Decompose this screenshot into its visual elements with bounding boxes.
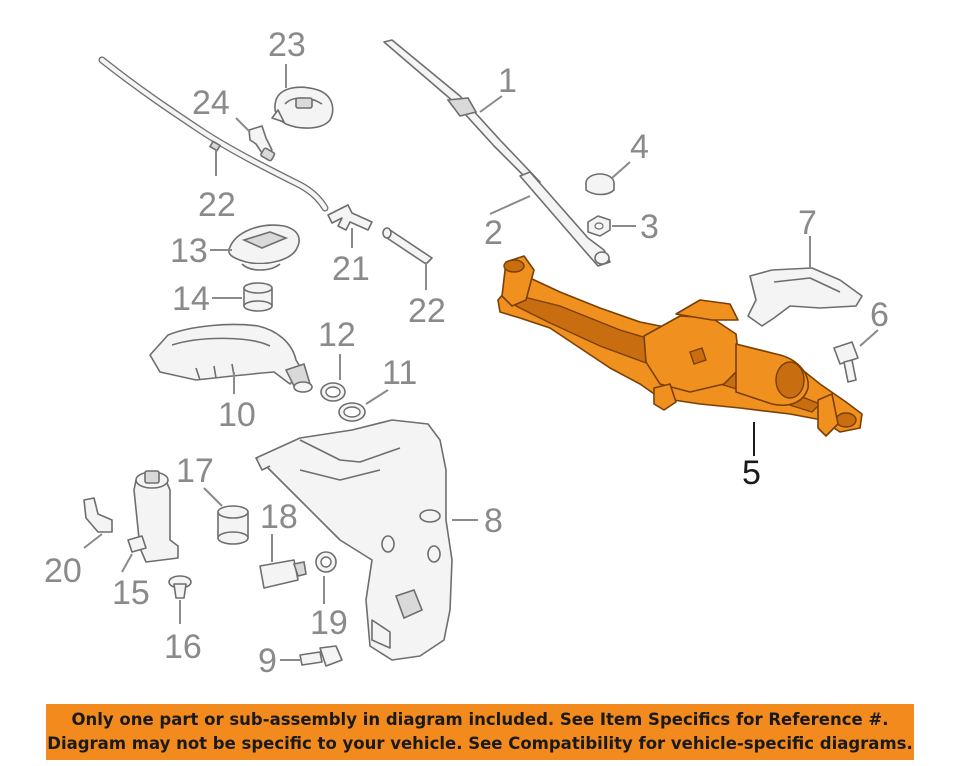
filler-neck (149, 323, 313, 393)
mounting-bolt (299, 645, 343, 667)
disclaimer-line-2: Diagram may not be specific to your vehi… (47, 734, 913, 753)
callout-13: 13 (170, 232, 208, 270)
callout-10: 10 (218, 396, 256, 434)
o-ring-small (320, 382, 346, 402)
callout-1: 1 (498, 62, 517, 100)
washer-hose-short (382, 227, 433, 265)
drain-plug (168, 575, 192, 599)
callout-15: 15 (112, 574, 150, 612)
arm-nut (587, 215, 611, 237)
callout-18: 18 (260, 498, 298, 536)
arm-cap (585, 173, 615, 196)
callout-12: 12 (318, 316, 356, 354)
t-connector (327, 204, 373, 231)
parts-diagram: 1 2 3 4 5 6 7 8 9 10 11 12 13 14 15 16 1… (44, 26, 889, 680)
disclaimer-banner: Only one part or sub-assembly in diagram… (46, 704, 914, 760)
level-sensor (259, 559, 307, 589)
disclaimer-line-1: Only one part or sub-assembly in diagram… (71, 710, 889, 729)
o-ring-large (338, 402, 366, 422)
bracket-bolt (833, 341, 859, 383)
callout-4: 4 (630, 128, 649, 166)
reservoir-cap (228, 224, 300, 271)
callout-16: 16 (164, 628, 202, 666)
leader-lines (83, 64, 879, 661)
wiper-bracket (747, 267, 863, 327)
washer-nozzle (271, 86, 334, 129)
callout-11: 11 (382, 354, 417, 392)
callout-6: 6 (870, 296, 889, 334)
callout-21: 21 (332, 250, 370, 288)
wiper-arm (519, 171, 611, 267)
wiper-blade (383, 39, 541, 187)
callout-24: 24 (192, 84, 230, 122)
washer-hose-long (98, 56, 329, 212)
wiper-linkage-motor (497, 255, 863, 437)
hose-elbow (248, 125, 276, 162)
callout-8: 8 (484, 502, 503, 540)
sensor-grommet (315, 551, 337, 573)
pump-elbow (83, 497, 113, 533)
callout-22-short: 22 (408, 292, 446, 330)
pump-grommet (217, 505, 249, 545)
callout-23: 23 (268, 26, 306, 64)
callout-19: 19 (310, 604, 348, 642)
callout-22-long: 22 (198, 186, 236, 224)
callout-5: 5 (742, 454, 761, 492)
callout-2: 2 (484, 214, 503, 252)
callout-14: 14 (172, 280, 210, 318)
callout-17: 17 (176, 452, 214, 490)
callout-9: 9 (258, 642, 277, 680)
callout-20: 20 (44, 552, 82, 590)
filler-seal (243, 282, 273, 312)
washer-reservoir (255, 419, 453, 661)
washer-pump (127, 470, 179, 563)
callout-3: 3 (640, 208, 659, 246)
callout-7: 7 (798, 204, 817, 242)
